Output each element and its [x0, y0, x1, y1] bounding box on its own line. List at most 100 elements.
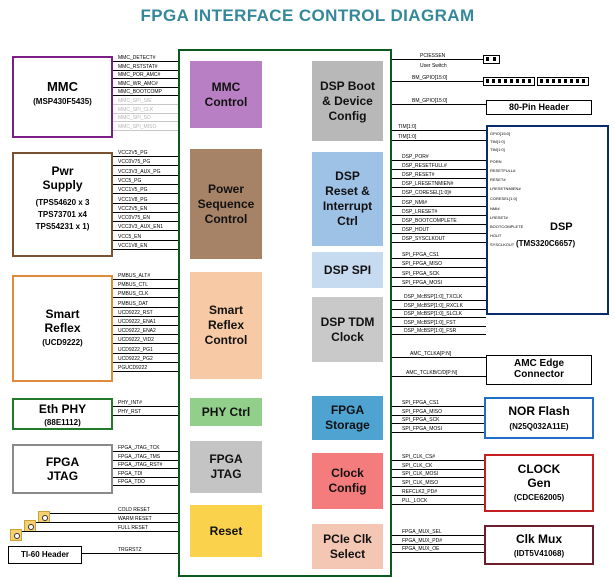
signal-label: DSP_McBSP[1:0]_TXCLK	[404, 294, 463, 300]
signal-label: SPI_FPGA_SCK	[402, 270, 440, 277]
signal-line	[113, 352, 178, 354]
signal-line	[113, 451, 178, 452]
signal-label: FPGA_JTAG_RST#	[118, 462, 163, 468]
signal-line	[113, 78, 178, 80]
jtag-name-line1: FPGA	[45, 455, 80, 469]
80-pin-header-name: 80-Pin Header	[508, 102, 570, 112]
signal-label: PHY_INT#	[118, 400, 142, 406]
signal-line	[392, 258, 486, 259]
signal-label: PMBUS_DAT	[118, 300, 149, 307]
signal-line	[36, 522, 178, 523]
signal-label: REFCLK2_PD#	[402, 488, 438, 495]
full-reset-button[interactable]	[10, 529, 22, 541]
signal-line	[392, 81, 483, 82]
diagram-title: FPGA INTERFACE CONTROL DIAGRAM	[140, 6, 475, 25]
dsp-pin: NMI#	[490, 206, 500, 211]
button-cap-icon	[28, 524, 34, 530]
clock-config-l2: Config	[328, 481, 367, 495]
fpga-storage-block: FPGA Storage	[312, 396, 383, 440]
nor-flash-box: NOR Flash (N25Q032A11E)	[484, 397, 594, 439]
signal-label: SPI_FPGA_CS1	[402, 252, 439, 258]
signal-label: AMC_TCLKB/C/D[P:N]	[406, 370, 458, 376]
signal-line	[392, 414, 484, 416]
smart-reflex-box: Smart Reflex (UCD9222)	[12, 275, 113, 382]
boot-dip-switch-2[interactable]	[537, 77, 589, 86]
signal-line	[113, 183, 178, 185]
mmc-name: MMC	[46, 79, 79, 94]
clkmux-name: Clk Mux	[515, 532, 562, 546]
signal-label: COLD RESET	[118, 507, 150, 513]
signal-line	[392, 214, 486, 216]
warm-reset-button[interactable]	[24, 520, 36, 532]
signal-label: PLL_LOCK	[402, 497, 428, 504]
signal-label: SPI_FPGA_MOSI	[402, 426, 443, 433]
signal-label: PMBUS_ALT#	[118, 273, 151, 279]
pcie-clk-select-block: PCIe Clk Select	[312, 524, 383, 569]
signal-label: FPGA_MUX_OE	[402, 546, 440, 552]
dsp-pin: GPIO[15:0]	[490, 131, 511, 136]
pwr-name-line2: Supply	[42, 178, 83, 192]
smart-reflex-block: Smart Reflex Control	[190, 272, 262, 379]
mmc-control-block: MMC Control	[190, 61, 262, 128]
dsp-pin: RESET#	[490, 177, 506, 182]
mmc-control-l1: MMC	[211, 79, 241, 94]
signal-line	[392, 543, 484, 545]
signal-line	[113, 95, 178, 97]
signal-line	[392, 267, 486, 269]
signal-label: SPI_CLK_MOSI	[402, 471, 439, 478]
phy-ctrl-block: PHY Ctrl	[190, 398, 262, 426]
clock-config-l1: Clock	[331, 466, 364, 480]
signal-line	[392, 308, 486, 310]
signal-label: SPI_CLK_MISO	[402, 480, 439, 487]
signal-line	[22, 531, 178, 532]
signal-label: VCC0V75_PG	[118, 159, 151, 166]
nor-name: NOR Flash	[508, 404, 570, 418]
signal-line	[392, 196, 486, 198]
amc-edge-connector-box: AMC Edge Connector	[486, 355, 592, 385]
signal-line	[392, 406, 484, 407]
clkgen-name-line1: CLOCK	[517, 462, 561, 476]
clkgen-sub: (CDCE62005)	[513, 493, 565, 502]
signal-line	[392, 317, 486, 318]
signal-label: UCD9222_RST	[118, 309, 153, 316]
smart-reflex-l2: Reflex	[207, 318, 245, 332]
power-seq-l2: Sequence	[197, 196, 255, 211]
signal-line	[392, 130, 486, 131]
signal-line	[113, 371, 178, 372]
signal-label: VCC5_PG	[118, 177, 142, 184]
signal-line	[113, 69, 178, 71]
dsp-tdm-clock-block: DSP TDM Clock	[312, 297, 383, 362]
amc-name-line2: Connector	[514, 369, 564, 380]
phy-ctrl-l1: PHY Ctrl	[201, 404, 251, 419]
mmc-control-l2: Control	[204, 94, 248, 109]
cold-reset-button[interactable]	[38, 511, 50, 523]
clock-config-block: Clock Config	[312, 453, 383, 509]
pcie-dip-switch[interactable]	[483, 55, 500, 64]
signal-label: DSP_NMI#	[402, 199, 428, 206]
signal-line	[113, 297, 178, 299]
signal-label: SPI_FPGA_CS1	[402, 400, 439, 406]
signal-label: FPGA_TDI	[118, 470, 143, 477]
signal-line	[113, 230, 178, 232]
signal-label: PHY_RST	[118, 408, 142, 415]
dsp-pin: LRESETNMIEN#	[490, 186, 521, 191]
boot-dip-switch-1[interactable]	[483, 77, 535, 86]
smart-reflex-l3: Control	[204, 333, 248, 347]
signal-label: UCD9222_PG2	[118, 355, 153, 362]
signal-line	[392, 276, 486, 278]
signal-line	[392, 423, 484, 425]
eth-phy-box: Eth PHY (88E1112)	[12, 398, 113, 430]
signal-label: DSP_RESETFULL#	[402, 163, 447, 170]
signal-label: FPGA_MUX_PD#	[402, 537, 443, 544]
signal-line	[113, 121, 178, 123]
mmc-box: MMC (MSP430F5435)	[12, 56, 113, 138]
signal-line	[392, 160, 486, 161]
signal-label: TRGRSTZ	[118, 547, 142, 553]
signal-label: DSP_RESET#	[402, 172, 435, 179]
signal-line	[392, 205, 486, 207]
signal-label: DSP_SYSCLKOUT	[402, 235, 446, 242]
signal-line	[392, 59, 483, 60]
signal-label: DSP_McBSP[1:0]_SLCLK	[404, 311, 463, 317]
signal-line	[113, 325, 178, 326]
signal-label: SPI_FPGA_SCK	[402, 417, 440, 424]
